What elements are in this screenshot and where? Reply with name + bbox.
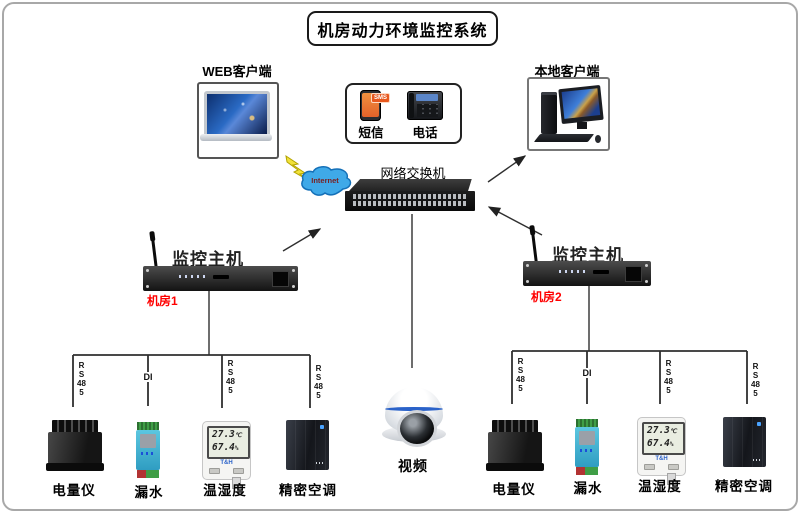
di-label: DI: [139, 372, 157, 382]
phone-handset: [409, 93, 414, 118]
room2-label: 机房2: [531, 290, 562, 304]
deskphone-icon: [407, 91, 443, 120]
power-meter-device: [46, 420, 104, 472]
pc-monitor-stand: [577, 122, 587, 129]
switch-ports-row1: [353, 194, 467, 199]
rs485-label: RS485: [664, 359, 673, 395]
switch-front-panel: [345, 191, 475, 211]
power-meter-device: [486, 420, 544, 472]
internet-cloud: Internet: [301, 166, 352, 196]
sensor-brand: T&H: [655, 456, 668, 462]
di-label: DI: [578, 368, 596, 378]
dome-camera: [382, 386, 446, 452]
sms-label: 短信: [358, 126, 384, 140]
temp-humidity-device: 27.3℃ 67.4% T&H: [202, 421, 251, 489]
phone-keypad: [417, 104, 438, 117]
web-client-label: WEB客户端: [202, 64, 272, 79]
host-left-device: [143, 266, 298, 291]
power-meter-label: 电量仪: [492, 482, 536, 497]
local-client-box: [527, 77, 610, 151]
video-label: 视频: [398, 458, 428, 474]
camera-stripe: [385, 407, 443, 411]
sensor-lcd: 27.3℃ 67.4%: [642, 422, 685, 455]
leak-sensor-device: [575, 419, 599, 475]
host-right-label: 监控主机: [552, 246, 624, 265]
host-slot: [213, 275, 229, 279]
rs485-label: RS485: [516, 357, 525, 393]
sensor-lcd: 27.3℃ 67.4%: [207, 426, 250, 459]
internet-label: Internet: [311, 176, 339, 185]
leak-sensor-device: [136, 422, 160, 478]
pc-screen: [561, 88, 601, 119]
title-box: 机房动力环境监控系统: [307, 11, 498, 46]
network-switch: [345, 179, 475, 212]
pc-tower: [541, 92, 557, 134]
precision-ac-label: 精密空调: [715, 479, 773, 494]
power-meter-label: 电量仪: [52, 483, 96, 498]
rs485-label: RS485: [314, 364, 323, 400]
host-left-label: 监控主机: [172, 250, 244, 269]
phone-screen: [416, 94, 438, 101]
page-title: 机房动力环境监控系统: [317, 22, 488, 40]
precision-ac-device: [723, 417, 766, 467]
temp-humidity-label: 温湿度: [203, 483, 247, 498]
rs485-label: RS485: [751, 362, 760, 398]
host-power-module: [625, 266, 642, 282]
leak-sensor-label: 漏水: [573, 481, 603, 496]
pc-keyboard: [533, 134, 595, 142]
phone-label: 电话: [412, 126, 438, 140]
camera-lens: [397, 410, 437, 447]
precision-ac-device: [286, 420, 329, 470]
sensor-probe: [232, 477, 241, 489]
switch-top-panel: [349, 179, 472, 191]
laptop-screen: [204, 91, 270, 137]
arrow-switch-to-local-client: [487, 155, 527, 183]
leak-sensor-label: 漏水: [134, 485, 164, 500]
host-power-module: [272, 271, 289, 287]
laptop-base: [200, 134, 272, 141]
sms-badge: SMS: [371, 93, 391, 103]
switch-ports-row2: [353, 201, 467, 206]
temp-humidity-device: 27.3℃ 67.4% T&H: [637, 417, 686, 485]
pc-mouse: [595, 135, 601, 143]
temp-humidity-label: 温湿度: [638, 479, 682, 494]
arrow-host1-to-internet: [282, 228, 322, 252]
host-slot: [593, 270, 609, 274]
room1-label: 机房1: [147, 294, 178, 308]
rs485-label: RS485: [226, 359, 235, 395]
web-client-box: [197, 82, 279, 159]
host-right-device: [523, 261, 651, 286]
sensor-brand: T&H: [220, 460, 233, 466]
rs485-label: RS485: [77, 361, 86, 397]
alert-box: SMS 短信 电话: [345, 83, 462, 144]
smartphone-icon: SMS: [360, 90, 391, 121]
switch-label: 网络交换机: [380, 166, 446, 181]
host-leds: [559, 270, 585, 273]
pc-monitor: [558, 84, 604, 125]
local-client-label: 本地客户端: [534, 64, 600, 79]
host-leds: [179, 275, 205, 278]
sensor-probe: [667, 473, 676, 485]
precision-ac-label: 精密空调: [279, 483, 337, 498]
